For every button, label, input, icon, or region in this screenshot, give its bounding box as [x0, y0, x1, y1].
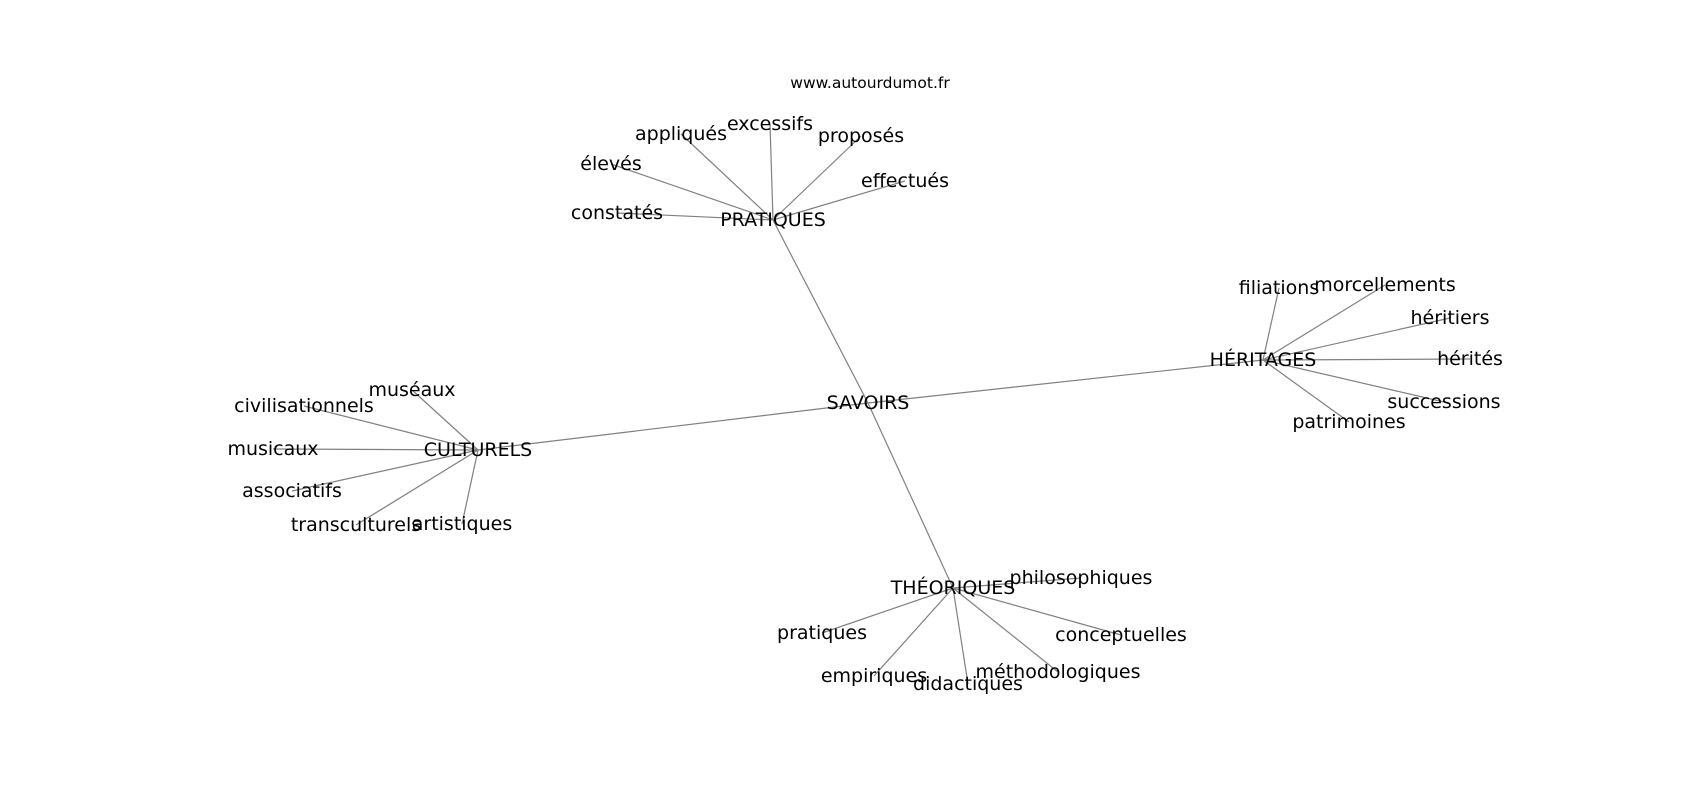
leaf-node-label: transculturels — [291, 514, 421, 536]
edge-center-to-branch — [867, 359, 1264, 404]
leaf-node-label: conceptuelles — [1055, 624, 1187, 646]
edge-branch-to-leaf — [610, 163, 774, 221]
branch-node-label: PRATIQUES — [720, 209, 826, 231]
edge-branch-to-leaf — [873, 587, 954, 677]
leaf-node-label: filiations — [1239, 277, 1319, 299]
leaf-node-label: muséaux — [368, 379, 455, 401]
leaf-node-label: artistiques — [412, 513, 513, 535]
edge-center-to-branch — [867, 402, 954, 589]
edge-branch-to-leaf — [821, 587, 954, 634]
leaf-node-label: hérités — [1437, 348, 1503, 370]
edge-branch-to-leaf — [616, 212, 774, 221]
edge-branch-to-leaf — [952, 587, 1122, 636]
leaf-node-label: didactiques — [913, 673, 1023, 695]
leaf-node-label: patrimoines — [1292, 411, 1405, 433]
branch-node-label: THÉORIQUES — [890, 576, 1016, 599]
edge-branch-to-leaf — [769, 123, 774, 221]
edge-center-to-branch — [477, 402, 869, 451]
edge-branch-to-leaf — [1262, 317, 1451, 361]
edge-branch-to-leaf — [952, 587, 1059, 673]
edge-branch-to-leaf — [411, 389, 479, 451]
edge-branch-to-leaf — [1262, 359, 1445, 403]
edge-branch-to-leaf — [952, 577, 1082, 589]
graph-labels: SAVOIRS PRATIQUES constatés élevés appliqués… — [227, 113, 1502, 695]
branch-node-label: CULTURELS — [424, 439, 533, 461]
leaf-node-label: élevés — [580, 153, 642, 175]
edge-branch-to-leaf — [355, 449, 479, 526]
leaf-node-label: musicaux — [227, 438, 318, 460]
leaf-node-label: associatifs — [242, 480, 342, 502]
source-url: www.autourdumot.fr — [790, 74, 950, 92]
edge-branch-to-leaf — [772, 180, 906, 221]
graph-edges — [272, 123, 1471, 685]
edge-branch-to-leaf — [1262, 284, 1386, 361]
edge-branch-to-leaf — [291, 449, 479, 492]
leaf-node-label: héritiers — [1411, 307, 1490, 329]
leaf-node-label: pratiques — [777, 622, 867, 644]
leaf-node-label: méthodologiques — [976, 661, 1141, 683]
edge-branch-to-leaf — [272, 448, 479, 451]
leaf-node-label: civilisationnels — [234, 395, 374, 417]
edge-branch-to-leaf — [680, 133, 774, 221]
leaf-node-label: philosophiques — [1010, 567, 1153, 589]
leaf-node-label: morcellements — [1314, 274, 1456, 296]
edge-branch-to-leaf — [1262, 358, 1471, 361]
edge-branch-to-leaf — [1262, 287, 1280, 361]
edge-branch-to-leaf — [952, 587, 969, 685]
leaf-node-label: excessifs — [727, 113, 813, 135]
leaf-node-label: constatés — [571, 202, 663, 224]
leaf-node-label: appliqués — [635, 123, 727, 145]
edge-branch-to-leaf — [461, 449, 479, 525]
leaf-node-label: empiriques — [821, 665, 927, 687]
edge-branch-to-leaf — [1262, 359, 1350, 423]
leaf-node-label: effectués — [861, 170, 949, 192]
edge-branch-to-leaf — [303, 405, 479, 451]
edge-branch-to-leaf — [772, 135, 862, 221]
edge-center-to-branch — [772, 219, 869, 404]
leaf-node-label: successions — [1387, 391, 1500, 413]
center-node-label: SAVOIRS — [827, 392, 910, 414]
leaf-node-label: proposés — [818, 125, 904, 147]
branch-node-label: HÉRITAGES — [1210, 348, 1317, 371]
